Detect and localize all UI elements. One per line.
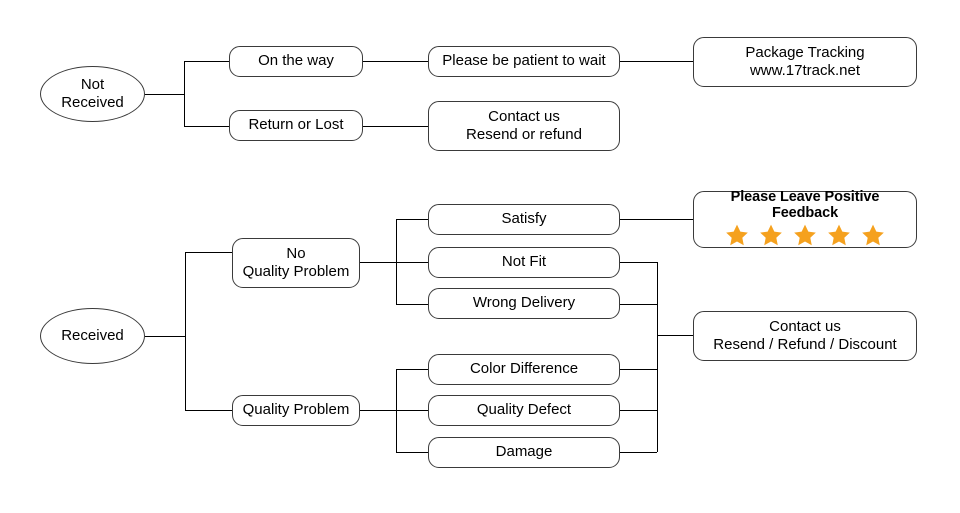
connector-nqp-split (396, 219, 397, 304)
node-on-the-way[interactable]: On the way (229, 46, 363, 77)
connector-damage-merge (620, 452, 657, 453)
feedback-label: Please Leave Positive Feedback (730, 188, 880, 221)
connector-wrong-delivery-merge (620, 304, 657, 305)
node-color-difference[interactable]: Color Difference (428, 354, 620, 385)
node-contact-us-resend-or-refund[interactable]: Contact us Resend or refund (428, 101, 620, 151)
connector-bus-to-resolution (657, 335, 693, 336)
connector-received-split (185, 252, 186, 410)
node-package-tracking[interactable]: Package Tracking www.17track.net (693, 37, 917, 87)
connector-color-difference-merge (620, 369, 657, 370)
node-not-fit[interactable]: Not Fit (428, 247, 620, 278)
connector-satisfy-to-feedback (620, 219, 693, 220)
node-contact-us-resend-refund-discount[interactable]: Contact us Resend / Refund / Discount (693, 311, 917, 361)
node-damage[interactable]: Damage (428, 437, 620, 468)
connector-to-quality-defect (396, 410, 428, 411)
star-icon[interactable] (860, 223, 886, 248)
node-quality-defect[interactable]: Quality Defect (428, 395, 620, 426)
node-please-be-patient[interactable]: Please be patient to wait (428, 46, 620, 77)
node-satisfy[interactable]: Satisfy (428, 204, 620, 235)
connector-to-not-fit (396, 262, 428, 263)
node-received[interactable]: Received (40, 308, 145, 364)
connector-resolution-bus (657, 262, 658, 452)
connector-to-damage (396, 452, 428, 453)
connector-not-received-split (184, 61, 185, 126)
connector-to-wrong-delivery (396, 304, 428, 305)
connector-on-the-way-to-wait (363, 61, 428, 62)
connector-wait-to-tracking (620, 61, 693, 62)
connector-received-stem (145, 336, 185, 337)
connector-not-received-stem (145, 94, 184, 95)
connector-to-color-difference (396, 369, 428, 370)
connector-to-on-the-way (184, 61, 229, 62)
node-no-quality-problem[interactable]: No Quality Problem (232, 238, 360, 288)
node-not-received[interactable]: Not Received (40, 66, 145, 122)
connector-qp-stem (360, 410, 396, 411)
star-icon[interactable] (758, 223, 784, 248)
star-rating[interactable] (724, 223, 886, 248)
connector-to-no-quality-problem (185, 252, 232, 253)
connector-to-return-or-lost (184, 126, 229, 127)
node-wrong-delivery[interactable]: Wrong Delivery (428, 288, 620, 319)
node-please-leave-positive-feedback[interactable]: Please Leave Positive Feedback (693, 188, 917, 248)
star-icon[interactable] (724, 223, 750, 248)
node-quality-problem[interactable]: Quality Problem (232, 395, 360, 426)
connector-not-fit-merge (620, 262, 657, 263)
connector-to-satisfy (396, 219, 428, 220)
connector-nqp-stem (360, 262, 396, 263)
star-icon[interactable] (826, 223, 852, 248)
connector-quality-defect-merge (620, 410, 657, 411)
node-return-or-lost[interactable]: Return or Lost (229, 110, 363, 141)
connector-return-to-contact (363, 126, 428, 127)
star-icon[interactable] (792, 223, 818, 248)
connector-to-quality-problem (185, 410, 232, 411)
